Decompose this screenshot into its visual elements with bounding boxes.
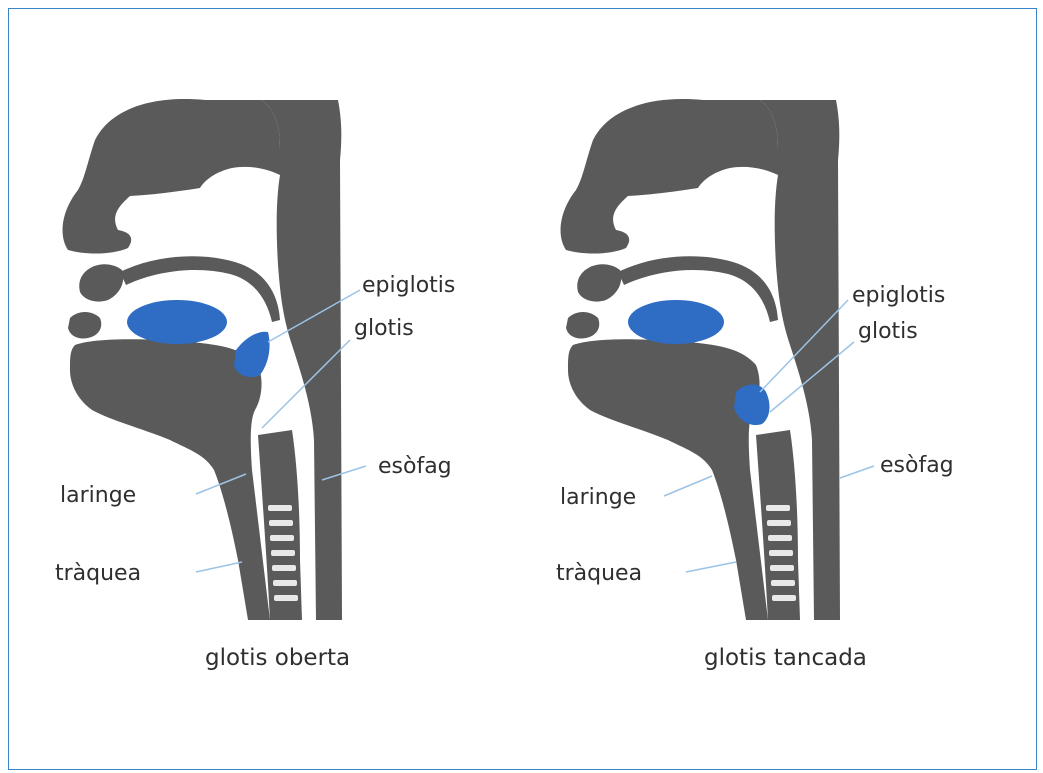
label-esofag-left: esòfag <box>378 454 452 479</box>
diagram-closed-glottis: epiglotis glotis esòfag laringe tràquea … <box>556 99 954 671</box>
caption-right: glotis tancada <box>704 645 867 671</box>
label-laringe-right: laringe <box>560 485 636 510</box>
label-epiglotis-right: epiglotis <box>852 283 945 308</box>
caption-left: glotis oberta <box>205 645 350 671</box>
leader-esofag-right <box>840 466 874 478</box>
epiglottis-left <box>234 332 270 377</box>
leader-laringe-right <box>664 476 712 496</box>
label-glotis-right: glotis <box>858 319 918 344</box>
label-laringe-left: laringe <box>60 483 136 508</box>
leader-traquea-left <box>196 562 242 572</box>
tongue-right <box>628 300 724 344</box>
head-profile-left <box>63 99 342 620</box>
head-profile-right <box>561 99 840 620</box>
label-traquea-left: tràquea <box>55 561 141 586</box>
label-glotis-left: glotis <box>354 316 414 341</box>
leader-traquea-right <box>686 562 736 572</box>
diagram-open-glottis: epiglotis glotis esòfag laringe tràquea … <box>55 99 455 671</box>
label-traquea-right: tràquea <box>556 561 642 586</box>
label-epiglotis-left: epiglotis <box>362 273 455 298</box>
tongue-left <box>127 300 227 344</box>
label-esofag-right: esòfag <box>880 453 954 478</box>
